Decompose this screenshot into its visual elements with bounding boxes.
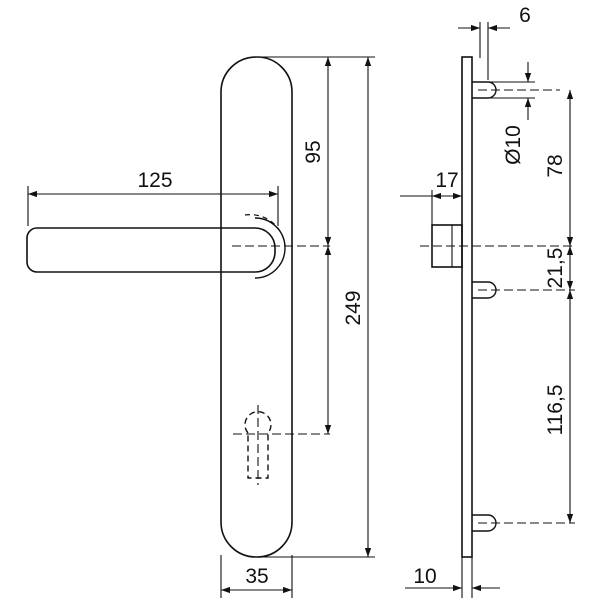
keyhole-outline bbox=[244, 410, 272, 479]
label-95: 95 bbox=[302, 140, 325, 163]
lever-rose bbox=[254, 217, 286, 279]
label-6: 6 bbox=[519, 4, 531, 27]
side-plate bbox=[461, 56, 473, 558]
lever-rose-inner bbox=[244, 214, 286, 246]
label-35: 35 bbox=[245, 565, 268, 588]
label-125: 125 bbox=[137, 169, 172, 192]
front-plate bbox=[220, 56, 293, 558]
label-10: 10 bbox=[413, 565, 436, 588]
label-21-5: 21,5 bbox=[544, 248, 567, 289]
lever-handle bbox=[26, 227, 276, 273]
label-78: 78 bbox=[544, 154, 567, 177]
label-17: 17 bbox=[435, 169, 458, 192]
label-249: 249 bbox=[342, 290, 365, 325]
label-116-5: 116,5 bbox=[544, 385, 567, 436]
label-d10: Ø10 bbox=[502, 125, 525, 165]
